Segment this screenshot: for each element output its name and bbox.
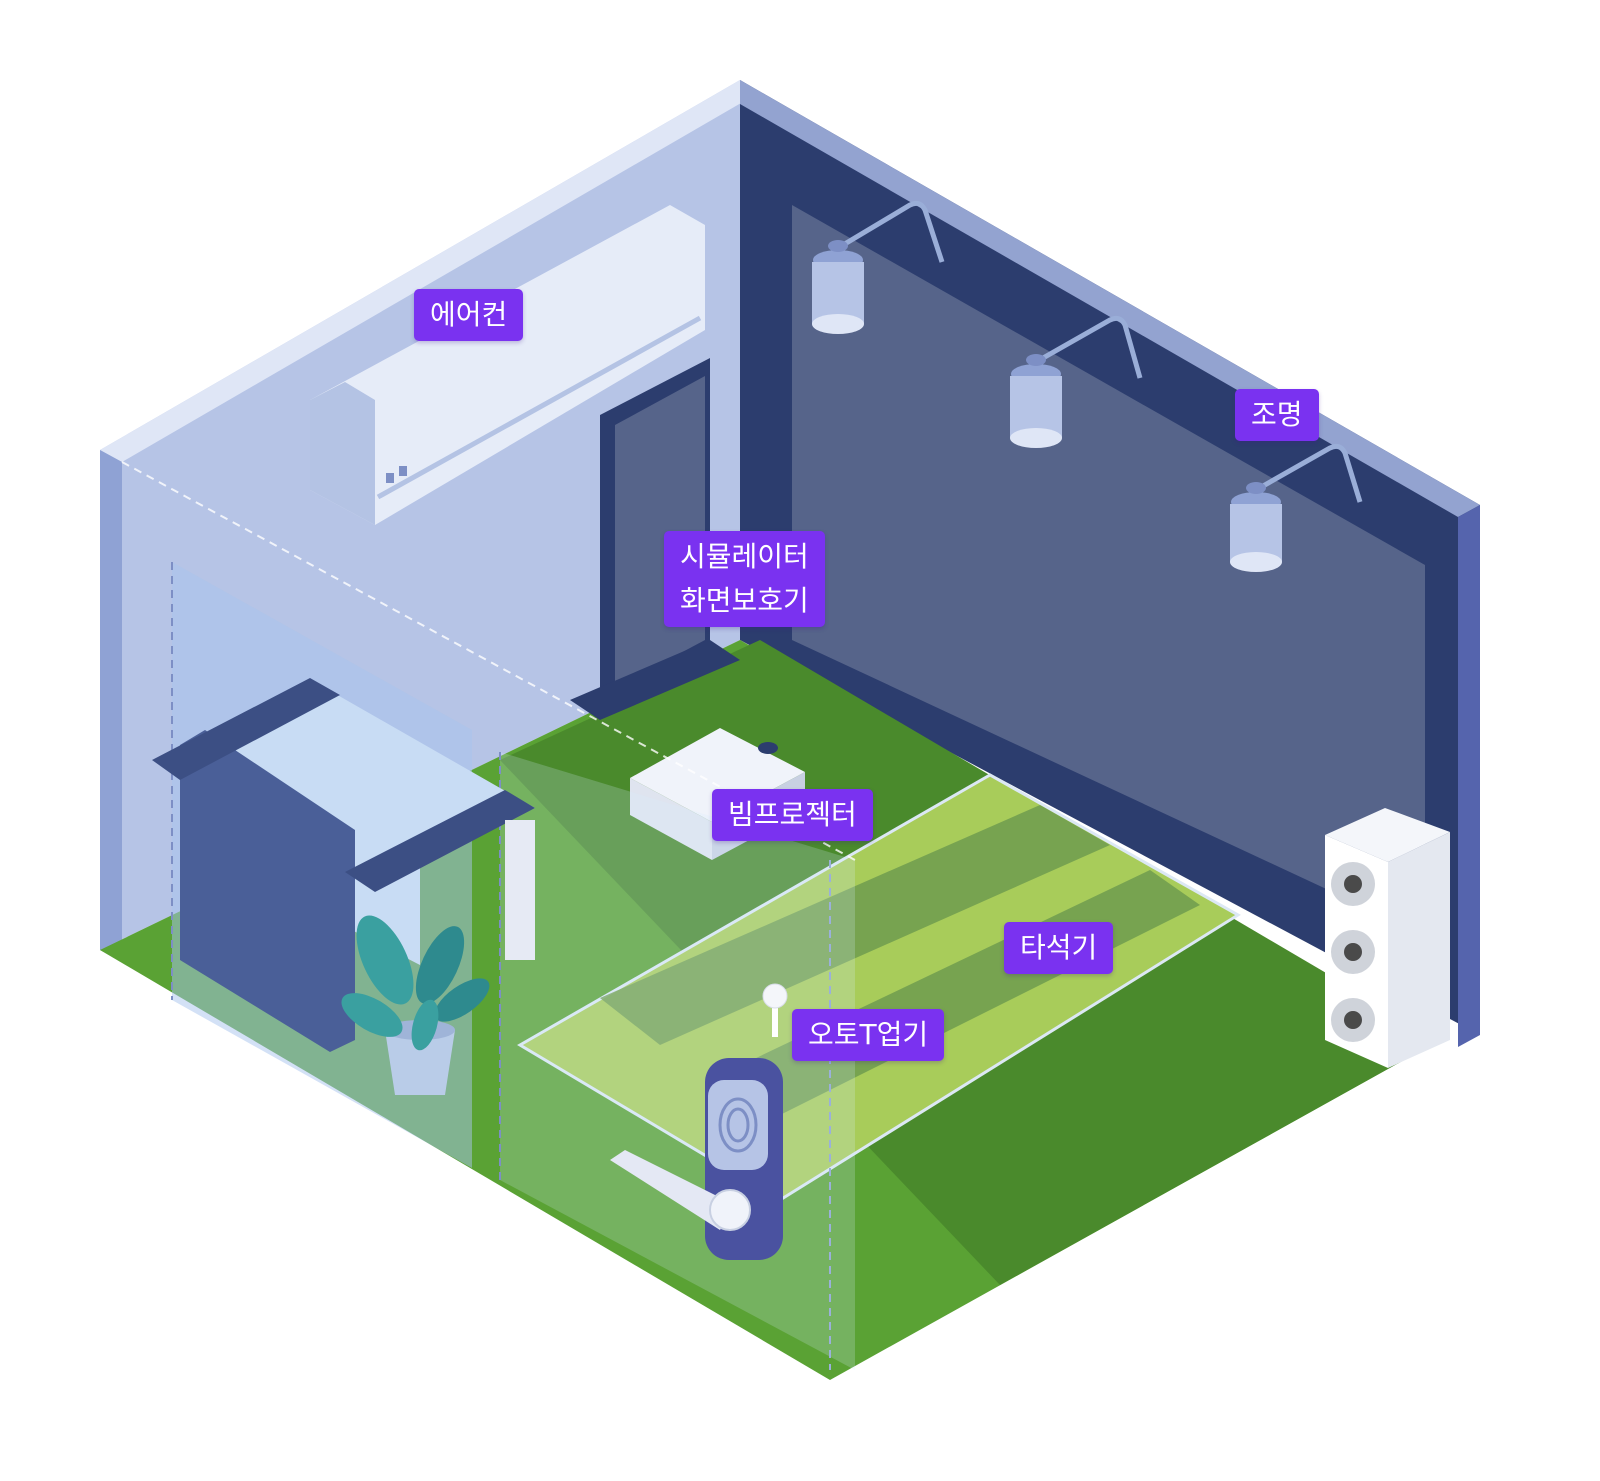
label-screensaver-line1: 시뮬레이터 [680,540,809,573]
golf-tee-icon [762,983,788,1037]
spotlight-icon [812,200,945,334]
label-auto-tee-text: 오토T업기 [808,1018,929,1051]
label-lighting-text: 조명 [1251,398,1303,431]
label-auto-tee: 오토T업기 [792,1009,945,1061]
label-hitting-mat-text: 타석기 [1020,931,1098,964]
label-screensaver-line2: 화면보호기 [680,584,809,617]
air-conditioner-icon [310,205,705,525]
simulator-screen [792,205,1425,935]
label-beam-projector: 빔프로젝터 [712,789,873,841]
label-screensaver: 시뮬레이터 화면보호기 [664,531,825,627]
label-hitting-mat: 타석기 [1004,922,1114,974]
label-aircon-text: 에어컨 [430,298,508,331]
spotlight-icon [1230,443,1363,572]
plant-icon [341,915,490,1095]
label-lighting: 조명 [1235,389,1319,441]
fingerprint-door-lock-icon [610,1058,783,1260]
speaker-icon [1325,808,1450,1068]
sofa-icon [152,678,535,1052]
spotlight-icon [1010,315,1143,448]
label-beam-projector-text: 빔프로젝터 [728,798,857,831]
label-aircon: 에어컨 [414,289,524,341]
